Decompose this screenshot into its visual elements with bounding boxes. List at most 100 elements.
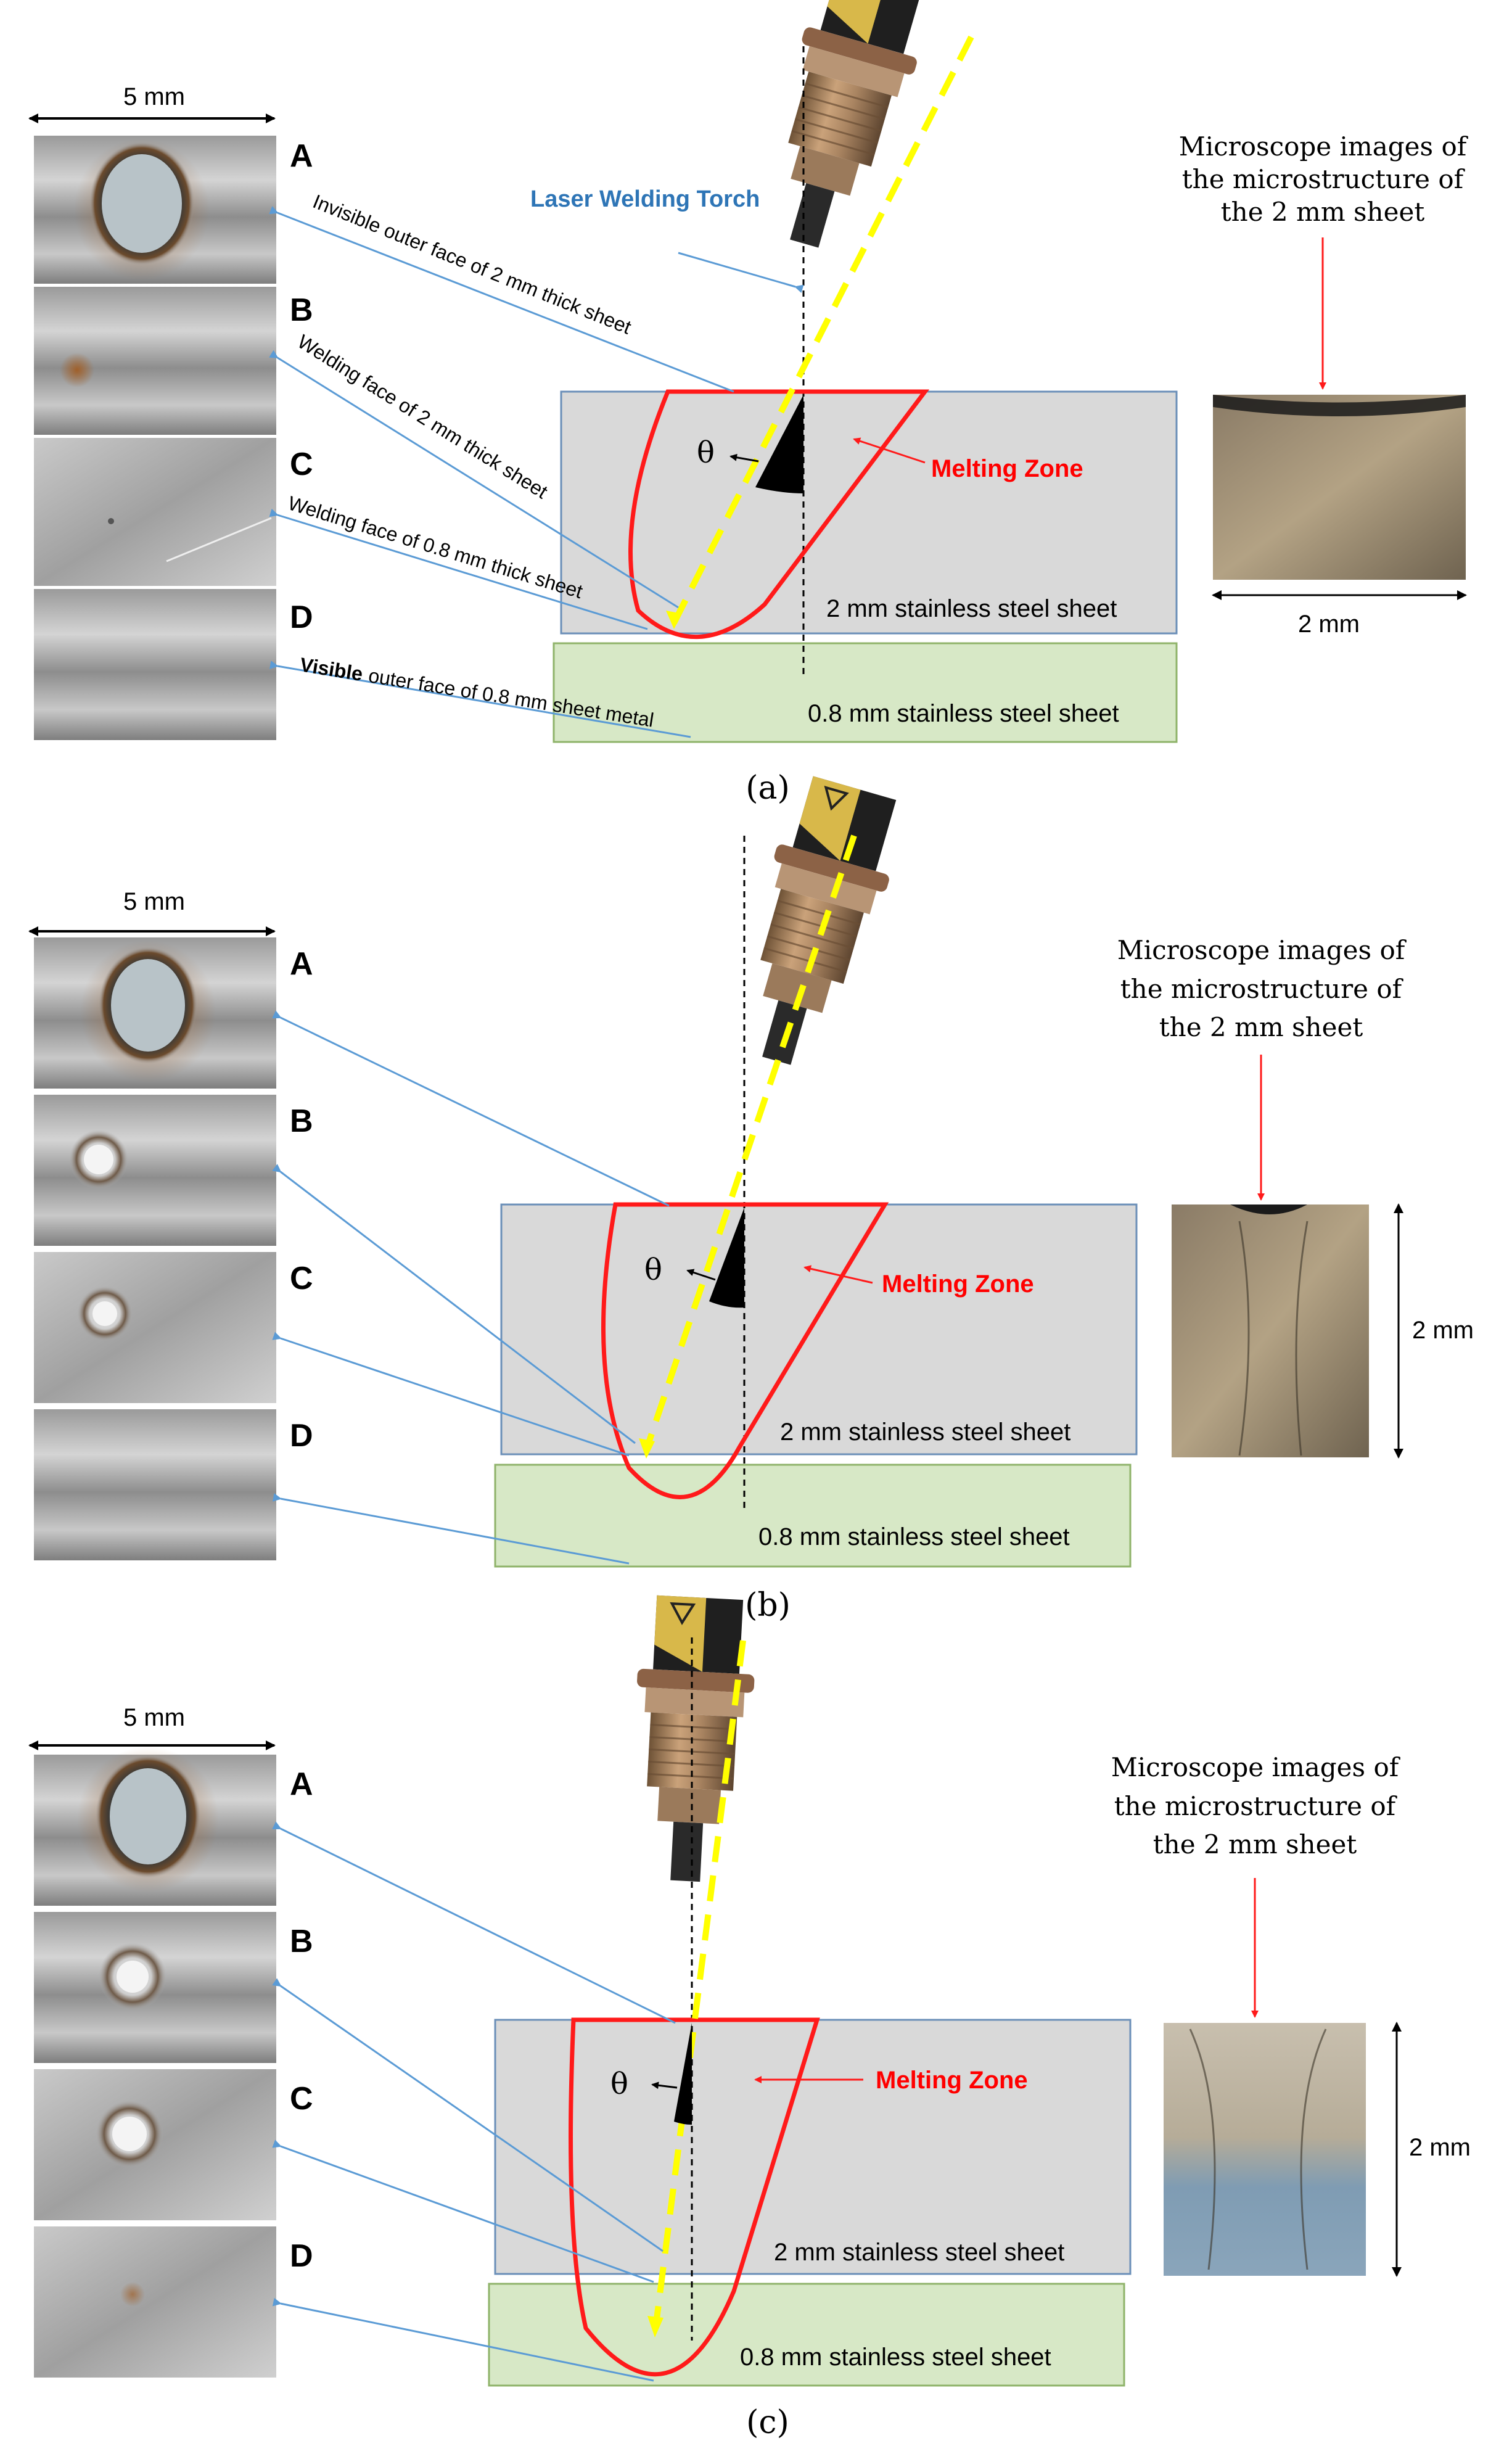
laser-beam xyxy=(644,834,857,1447)
weld-surface-photo xyxy=(34,2226,276,2378)
micro-title-line2: the microstructure of xyxy=(1120,974,1404,1004)
face-letter-c: C xyxy=(290,1261,313,1296)
micro-scale-label: 2 mm xyxy=(1412,1317,1474,1344)
scale-label: 5 mm xyxy=(123,1704,185,1731)
face-letter-c: C xyxy=(290,447,313,482)
panel-c: 5 mm A B C D 2 mm stainless steel sheet xyxy=(28,1594,1471,2441)
theta-arrow xyxy=(729,453,759,463)
leader-c-label: Welding face of 0.8 mm thick sheet xyxy=(286,492,585,603)
face-letter-b: B xyxy=(290,292,313,328)
melting-zone-outline xyxy=(569,2017,820,2377)
caption-a: (a) xyxy=(746,770,790,807)
face-letter-d: D xyxy=(290,599,313,635)
weld-surface-photo xyxy=(34,136,276,284)
face-letter-a: A xyxy=(290,138,313,174)
torch-label: Laser Welding Torch xyxy=(530,186,760,212)
panel-b: 5 mm A B C D 2 mm stainless steel sheet … xyxy=(28,770,1474,1624)
weld-surface-photo xyxy=(34,2069,276,2220)
face-letter-b: B xyxy=(290,1103,313,1139)
leader-b-label: Welding face of 2 mm thick sheet xyxy=(294,330,551,503)
leader-a-label: Invisible outer face of 2 mm thick sheet xyxy=(310,190,634,339)
face-letter-b: B xyxy=(290,1924,313,1959)
melting-zone-arrow xyxy=(853,437,926,464)
leader-a xyxy=(269,206,734,393)
face-letter-a: A xyxy=(290,1766,313,1802)
micrograph-photo xyxy=(1164,2023,1366,2276)
beam-arrowhead xyxy=(639,1438,655,1459)
face-letter-c: C xyxy=(290,2081,313,2117)
micro-scale-label: 2 mm xyxy=(1409,2134,1471,2161)
top-sheet-label: 2 mm stainless steel sheet xyxy=(826,595,1117,622)
leader-b xyxy=(272,1978,664,2252)
leader-a xyxy=(272,1821,676,2024)
leader-c xyxy=(272,1332,630,1457)
face-letter-d: D xyxy=(290,2238,313,2274)
top-sheet xyxy=(560,390,1178,635)
top-sheet xyxy=(494,2019,1132,2275)
leader-b xyxy=(272,1164,636,1444)
micro-title-line3: the 2 mm sheet xyxy=(1153,1829,1357,1859)
laser-beam xyxy=(654,1640,746,2320)
bottom-sheet xyxy=(553,642,1178,743)
theta-wedge xyxy=(755,395,803,493)
theta-symbol: θ xyxy=(644,1253,662,1287)
theta-symbol: θ xyxy=(610,2067,628,2101)
micro-scale-label: 2 mm xyxy=(1298,611,1360,638)
micro-title-line1: Microscope images of xyxy=(1179,131,1469,162)
theta-wedge xyxy=(674,2023,692,2125)
melting-zone-label: Melting Zone xyxy=(876,2067,1028,2094)
scale-label: 5 mm xyxy=(123,888,185,915)
melting-zone-label: Melting Zone xyxy=(931,455,1083,482)
leader-d xyxy=(269,661,691,738)
leader-d-visible: Visible xyxy=(298,653,364,685)
scale-label: 5 mm xyxy=(123,83,185,110)
melting-zone-outline xyxy=(601,1202,889,1499)
melting-zone-outline xyxy=(628,389,930,639)
face-letter-a: A xyxy=(290,946,313,982)
caption-c: (c) xyxy=(746,2404,789,2441)
micrograph-photo xyxy=(1172,1204,1369,1457)
leader-d xyxy=(272,2297,654,2382)
theta-arrow xyxy=(651,2082,678,2090)
laser-beam xyxy=(671,35,974,625)
weld-surface-photo xyxy=(34,1747,276,1906)
micro-title-line1: Microscope images of xyxy=(1117,935,1407,965)
torch-leader xyxy=(678,252,804,294)
face-letter-d: D xyxy=(290,1418,313,1454)
micro-title-line1: Microscope images of xyxy=(1111,1752,1401,1782)
melting-zone-label: Melting Zone xyxy=(882,1270,1034,1298)
laser-torch-icon xyxy=(718,770,913,1079)
bottom-sheet-label: 0.8 mm stainless steel sheet xyxy=(758,1523,1070,1550)
weld-surface-photo xyxy=(34,937,276,1089)
bottom-sheet-label: 0.8 mm stainless steel sheet xyxy=(808,700,1119,727)
leader-d xyxy=(272,1493,630,1565)
weld-surface-photo xyxy=(34,1912,276,2063)
micro-title-line2: the microstructure of xyxy=(1114,1791,1398,1821)
micro-title-line3: the 2 mm sheet xyxy=(1159,1012,1363,1042)
micro-title-line3: the 2 mm sheet xyxy=(1221,197,1425,227)
laser-torch-icon xyxy=(746,0,940,261)
top-sheet-label: 2 mm stainless steel sheet xyxy=(780,1419,1070,1446)
theta-symbol: θ xyxy=(697,435,715,470)
leader-c xyxy=(272,2139,654,2283)
top-sheet-label: 2 mm stainless steel sheet xyxy=(774,2239,1064,2266)
top-sheet xyxy=(500,1203,1138,1456)
leader-c xyxy=(269,508,648,630)
weld-surface-photo xyxy=(34,438,276,586)
bottom-sheet-label: 0.8 mm stainless steel sheet xyxy=(740,2344,1051,2371)
bottom-sheet xyxy=(494,1464,1132,1568)
caption-b: (b) xyxy=(745,1587,791,1624)
weld-surface-photo xyxy=(34,287,276,435)
weld-surface-photo xyxy=(34,1252,276,1403)
leader-b xyxy=(269,350,679,609)
weld-surface-photo xyxy=(34,1409,276,1560)
melting-zone-arrow xyxy=(803,1265,873,1284)
beam-arrowhead xyxy=(666,611,682,629)
micro-title-line2: the microstructure of xyxy=(1182,164,1466,194)
beam-arrowhead xyxy=(647,2316,664,2337)
weld-surface-photo xyxy=(34,589,276,740)
weld-surface-photo xyxy=(34,1095,276,1246)
theta-wedge xyxy=(709,1208,744,1308)
panel-a: 5 mm A B C D 2 mm stainless steel sheet … xyxy=(28,0,1469,807)
